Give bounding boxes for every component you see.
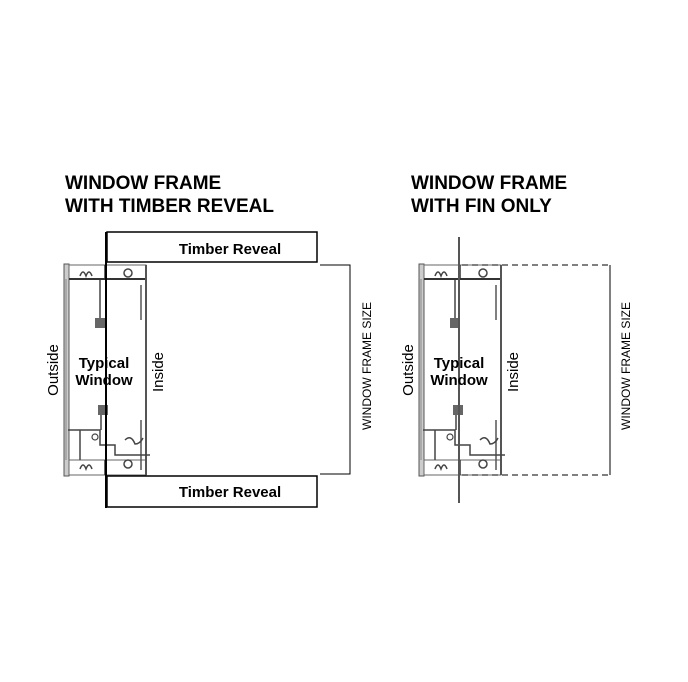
left-top-reveal-box bbox=[106, 231, 318, 263]
left-window-label-2: Window bbox=[75, 372, 133, 389]
left-bottom-reveal-label: Timber Reveal bbox=[179, 484, 281, 501]
left-window-label-1: Typical bbox=[79, 355, 130, 372]
right-title-line1: WINDOW FRAME bbox=[411, 173, 568, 194]
left-dimension-bracket bbox=[320, 264, 351, 475]
right-title: WINDOW FRAME WITH FIN ONLY bbox=[411, 172, 567, 218]
left-top-reveal-label: Timber Reveal bbox=[179, 241, 281, 258]
right-window-label-2: Window bbox=[430, 372, 488, 389]
left-title-line1: WINDOW FRAME bbox=[65, 173, 222, 194]
right-dimension-label: WINDOW FRAME SIZE bbox=[619, 302, 633, 430]
right-outside-label: Outside bbox=[400, 344, 417, 396]
right-window-label-1: Typical bbox=[434, 355, 485, 372]
left-title-line2: WITH TIMBER REVEAL bbox=[65, 196, 274, 217]
right-title-line2: WITH FIN ONLY bbox=[411, 196, 552, 217]
right-inside-label: Inside bbox=[505, 352, 522, 392]
left-bottom-reveal-box bbox=[106, 475, 318, 508]
left-dimension-label: WINDOW FRAME SIZE bbox=[360, 302, 374, 430]
left-outside-label: Outside bbox=[45, 344, 62, 396]
left-inside-label: Inside bbox=[150, 352, 167, 392]
left-title: WINDOW FRAME WITH TIMBER REVEAL bbox=[65, 172, 274, 218]
